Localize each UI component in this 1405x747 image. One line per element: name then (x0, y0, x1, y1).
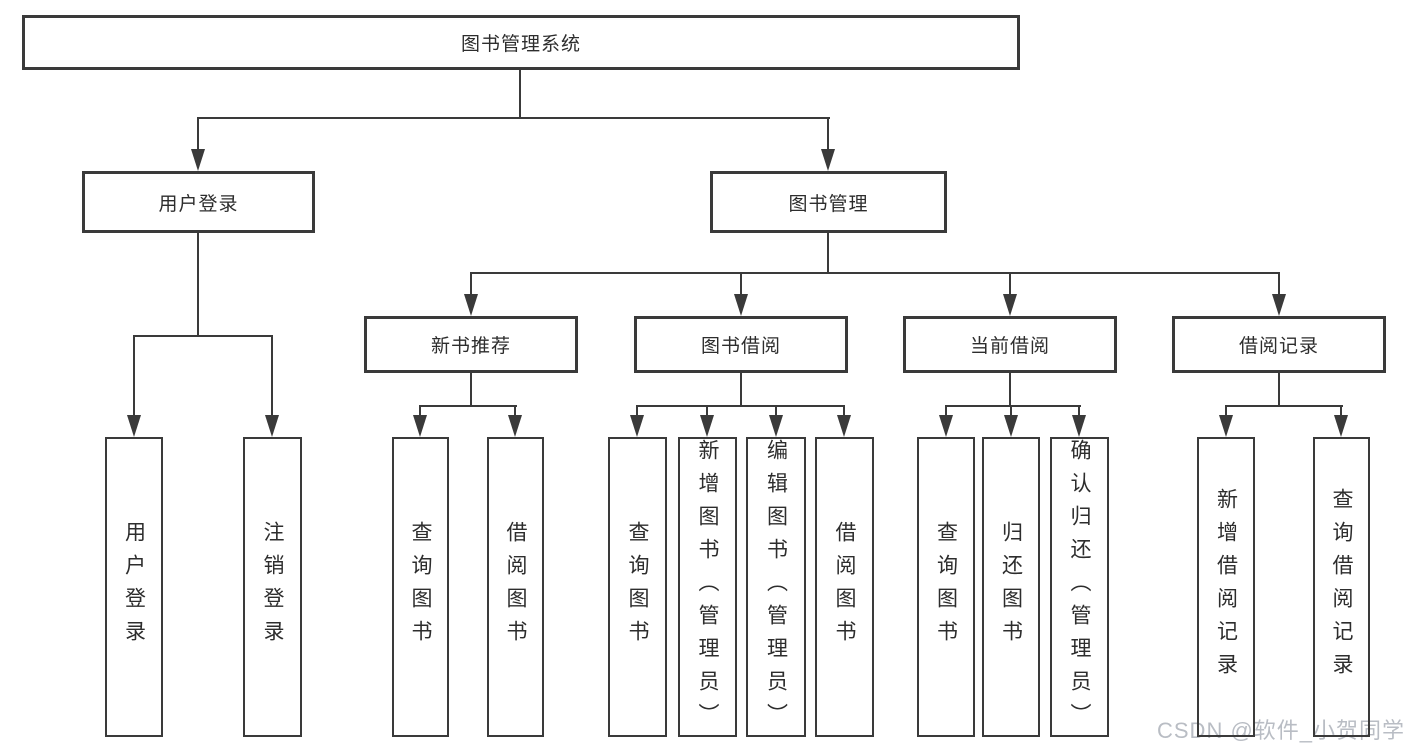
connector-line (271, 335, 273, 416)
node-borrow-edit-books-admin: 编辑图书（管理员） (746, 437, 806, 737)
connector-line (514, 405, 516, 417)
connector-line (470, 272, 472, 296)
connector-line (827, 231, 829, 274)
connector-line (519, 68, 521, 118)
node-records-add-record: 新增借阅记录 (1197, 437, 1255, 737)
node-book-management-branch: 图书管理 (710, 171, 947, 233)
node-new-book-recommend: 新书推荐 (364, 316, 578, 373)
arrowhead-down-icon (734, 294, 748, 316)
connector-line (706, 405, 708, 417)
connector-line (945, 405, 1081, 407)
connector-line (1278, 272, 1280, 296)
arrowhead-down-icon (1004, 415, 1018, 437)
node-recommend-query-books: 查询图书 (392, 437, 449, 737)
connector-line (470, 272, 1280, 274)
arrowhead-down-icon (769, 415, 783, 437)
node-borrow-borrow-books: 借阅图书 (815, 437, 874, 737)
connector-line (1078, 405, 1080, 417)
connector-line (827, 117, 829, 151)
connector-line (197, 117, 830, 119)
connector-line (1225, 405, 1227, 417)
node-borrow-records: 借阅记录 (1172, 316, 1386, 373)
node-library-management-system: 图书管理系统 (22, 15, 1020, 70)
connector-line (1225, 405, 1343, 407)
connector-line (1009, 371, 1011, 407)
connector-line (419, 405, 421, 417)
connector-line (1010, 405, 1012, 417)
node-records-query-record: 查询借阅记录 (1313, 437, 1370, 737)
arrowhead-down-icon (127, 415, 141, 437)
connector-line (636, 405, 638, 417)
node-book-borrow: 图书借阅 (634, 316, 848, 373)
node-borrow-query-books: 查询图书 (608, 437, 667, 737)
node-user-login-branch: 用户登录 (82, 171, 315, 233)
arrowhead-down-icon (1272, 294, 1286, 316)
connector-line (636, 405, 845, 407)
connector-line (1340, 405, 1342, 417)
node-borrow-add-books-admin: 新增图书（管理员） (678, 437, 737, 737)
connector-line (1009, 272, 1011, 296)
connector-line (775, 405, 777, 417)
connector-line (470, 371, 472, 407)
node-recommend-borrow-books: 借阅图书 (487, 437, 544, 737)
connector-line (133, 335, 273, 337)
connector-line (197, 231, 199, 337)
arrowhead-down-icon (191, 149, 205, 171)
arrowhead-down-icon (464, 294, 478, 316)
connector-line (843, 405, 845, 417)
arrowhead-down-icon (1219, 415, 1233, 437)
arrowhead-down-icon (837, 415, 851, 437)
arrowhead-down-icon (700, 415, 714, 437)
connector-line (740, 272, 742, 296)
arrowhead-down-icon (1003, 294, 1017, 316)
arrowhead-down-icon (1334, 415, 1348, 437)
arrowhead-down-icon (939, 415, 953, 437)
arrowhead-down-icon (508, 415, 522, 437)
connector-line (133, 335, 135, 416)
node-logout-action: 注销登录 (243, 437, 302, 737)
arrowhead-down-icon (1072, 415, 1086, 437)
arrowhead-down-icon (265, 415, 279, 437)
connector-line (419, 405, 517, 407)
arrowhead-down-icon (413, 415, 427, 437)
node-user-login-action: 用户登录 (105, 437, 163, 737)
connector-line (740, 371, 742, 407)
connector-line (1278, 371, 1280, 407)
arrowhead-down-icon (821, 149, 835, 171)
node-current-return-books: 归还图书 (982, 437, 1040, 737)
arrowhead-down-icon (630, 415, 644, 437)
connector-line (197, 117, 199, 151)
node-current-borrow: 当前借阅 (903, 316, 1117, 373)
connector-line (945, 405, 947, 417)
node-current-confirm-return-admin: 确认归还（管理员） (1050, 437, 1109, 737)
node-current-query-books: 查询图书 (917, 437, 975, 737)
csdn-watermark: CSDN @软件_小贺同学 (1157, 718, 1405, 743)
